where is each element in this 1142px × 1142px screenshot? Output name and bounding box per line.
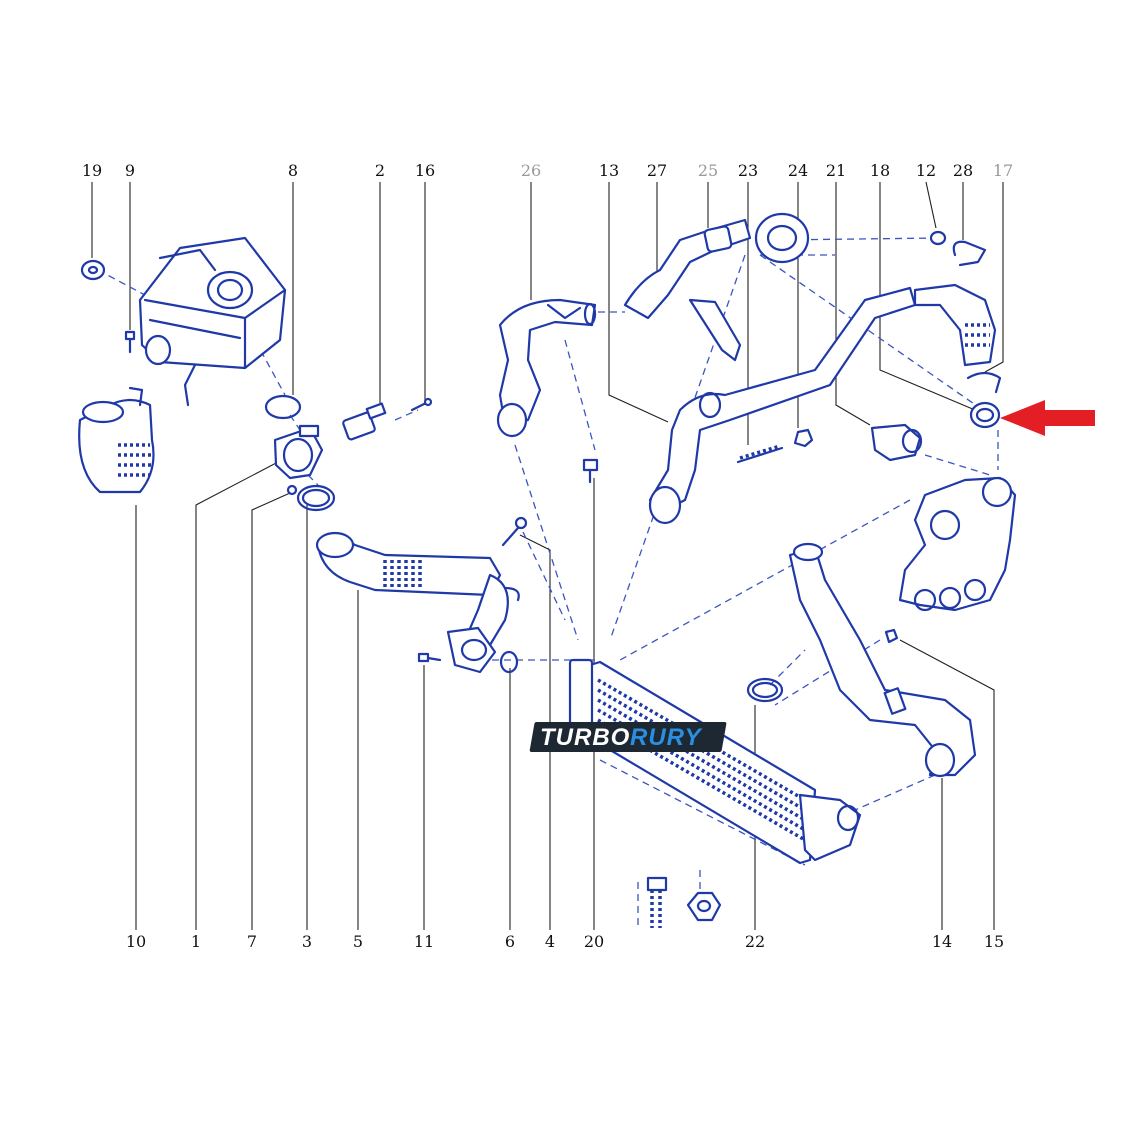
part-10-intake-hose — [78, 386, 155, 494]
callout-7: 7 — [247, 932, 257, 951]
callout-3: 3 — [302, 932, 312, 951]
part-15-nut — [884, 628, 899, 644]
turborury-logo: TURBO RURY — [529, 722, 727, 752]
callout-20: 20 — [584, 932, 604, 951]
intercooler — [568, 658, 862, 865]
part-18-clamp — [969, 401, 1001, 429]
callout-28: 28 — [953, 161, 973, 180]
bolt-icon — [637, 876, 668, 930]
logo-text-turbo: TURBO — [540, 724, 630, 751]
callout-18: 18 — [870, 161, 890, 180]
part-9-screw — [124, 330, 136, 354]
part-3-clamp — [296, 484, 336, 512]
callouts-top: 19 9 8 2 16 26 13 27 25 23 24 21 18 12 2… — [82, 161, 1013, 180]
part-21-actuator — [870, 423, 923, 462]
callout-5: 5 — [353, 932, 363, 951]
air-filter-box — [138, 236, 287, 407]
part-7-screw — [286, 484, 298, 496]
turbo-outlet-hose — [913, 283, 997, 367]
turbocharger — [898, 476, 1017, 612]
part-25-fitting — [754, 212, 810, 264]
part-19-grommet — [80, 259, 106, 281]
part-4-bolt — [501, 516, 528, 547]
red-arrow-icon — [1000, 400, 1095, 436]
nut-icon — [686, 870, 722, 922]
callout-10: 10 — [126, 932, 146, 951]
part-22-clamp — [746, 677, 784, 703]
part-12-nut — [929, 230, 947, 246]
callout-15: 15 — [984, 932, 1004, 951]
part-13-hose — [648, 286, 917, 525]
part-27-hose — [623, 218, 752, 362]
callout-24: 24 — [788, 161, 808, 180]
part-24-nut — [793, 428, 814, 448]
part-20-bolt — [582, 458, 599, 484]
part-26-hose — [496, 298, 597, 438]
callouts-bottom: 10 1 7 3 5 11 6 4 20 22 14 15 — [126, 932, 1004, 951]
callout-1: 1 — [191, 932, 201, 951]
callout-4: 4 — [545, 932, 555, 951]
callout-17: 17 — [993, 161, 1013, 180]
callout-13: 13 — [599, 161, 619, 180]
callout-22: 22 — [745, 932, 765, 951]
callout-19: 19 — [82, 161, 102, 180]
callout-8: 8 — [288, 161, 298, 180]
part-14-hose — [788, 542, 977, 778]
callout-6: 6 — [505, 932, 515, 951]
callout-16: 16 — [415, 161, 435, 180]
part-2-sensor — [342, 402, 387, 441]
part-11-screw — [417, 652, 442, 663]
callout-27: 27 — [647, 161, 667, 180]
callout-25: 25 — [698, 161, 718, 180]
callout-9: 9 — [125, 161, 135, 180]
part-17-clamp — [966, 371, 1002, 394]
callout-2: 2 — [375, 161, 385, 180]
part-1-airflow-meter — [273, 424, 324, 480]
part-5-intake-pipe — [315, 531, 520, 674]
logo-text-rury: RURY — [630, 724, 703, 751]
part-28-clip — [952, 240, 987, 267]
callout-21: 21 — [826, 161, 846, 180]
callout-14: 14 — [932, 932, 952, 951]
callout-26: 26 — [521, 161, 541, 180]
part-16-screw — [410, 397, 433, 412]
callout-12: 12 — [916, 161, 936, 180]
callout-23: 23 — [738, 161, 758, 180]
part-6-o-ring — [499, 650, 519, 674]
callout-11: 11 — [414, 932, 434, 951]
part-8-seal-ring — [264, 394, 302, 420]
part-23-stud — [736, 444, 784, 464]
